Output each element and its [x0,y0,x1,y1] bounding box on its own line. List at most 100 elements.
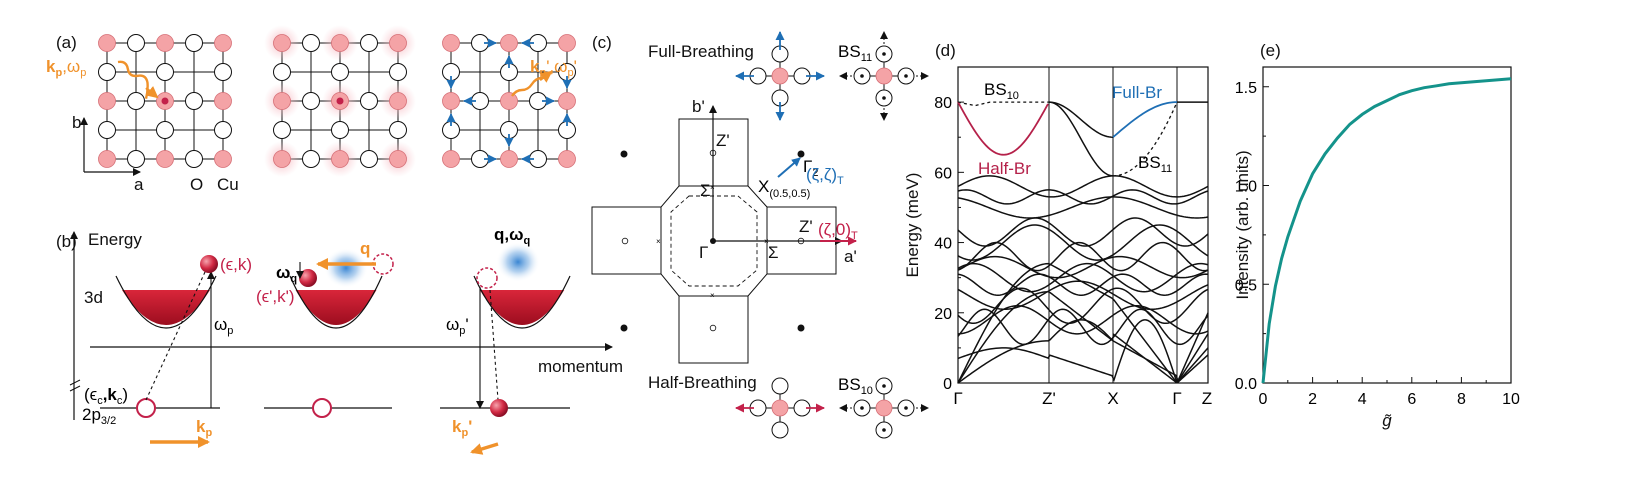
dispersion-frame [957,66,1209,384]
o-atom [302,34,320,52]
o-atom [360,92,378,110]
dispersion-bands [957,101,1209,384]
z-prime-top-label: Z' [716,131,730,150]
panel-label-a: (a) [56,33,77,52]
omega-p-label: ωp [214,315,233,337]
o-atom [214,63,232,81]
panel-a-lattice: b a O Cu kp,ωp kp',ωp' [46,25,577,194]
dispersion-xtick: Z' [1042,389,1056,408]
intensity-frame [1262,66,1512,384]
cu-atom [558,92,576,110]
half-breathing-label: Half-Breathing [648,373,757,392]
gamma-label: Γ [699,243,708,262]
level-2p-label: 2p3/2 [82,405,116,427]
cu-atom [389,150,407,168]
o-atom [127,150,145,168]
lattice-phonon-state [442,34,576,168]
energy-axis-label: Energy [88,230,142,249]
cu-atom [98,92,116,110]
full-br-label: Full-Br [1112,83,1162,102]
lattice-excited-state [264,25,416,177]
bs10-label: BS10 [838,375,873,397]
o-atom [185,92,203,110]
dispersion-xtick: X [1107,389,1118,408]
k-in-label: kp,ωp [46,57,86,79]
cu-atom [558,150,576,168]
kpp-label: kp' [452,417,472,439]
dispersion-ytick: 60 [934,165,952,182]
cu-atom [331,150,349,168]
state-ek-label: (ϵ,k) [220,255,252,274]
omega-pp-label: ωp' [446,315,469,337]
sigma-right-label: Σ [768,243,779,262]
bs11-band-label: BS11 [1138,153,1172,175]
axis-a-label: a [134,175,144,194]
bs11-label: BS11 [838,42,872,64]
dispersion-ytick: 0 [943,376,952,393]
sigma-top-label: Σ [700,181,711,200]
cu-atom [156,150,174,168]
panel-label-c: (c) [592,33,612,52]
legend-Cu-label: Cu [217,175,239,194]
b-prime-label: b' [692,97,705,116]
omega-q-label: ωq [276,263,297,285]
cu-atom [442,92,460,110]
intensity-xlabel: g̃ [1382,411,1392,430]
cu-atom [558,34,576,52]
cu-atom [389,92,407,110]
o-atom [273,121,291,139]
intensity-curve [1261,77,1512,384]
core-state-label: (ϵc,kc) [84,385,128,407]
z-prime-right-label: Z' [799,217,813,236]
o-atom [389,121,407,139]
cu-atom [273,92,291,110]
level-3d-label: 3d [84,288,103,307]
panel-label-d: (d) [935,41,956,60]
axis-b-label: b [72,113,81,132]
cu-atom [98,34,116,52]
o-atom [302,150,320,168]
cu-atom [331,34,349,52]
panel-c-brillouin-zone: Full-Breathing Half-Breathing BS11 BS10 … [591,31,929,439]
o-atom [156,63,174,81]
o-atom [360,150,378,168]
intensity-xtick: 10 [1502,391,1520,408]
momentum-label: momentum [538,357,623,376]
a-prime-label: a' [844,247,857,266]
band-parabolas [115,275,571,329]
intensity-xtick: 8 [1457,391,1466,408]
cu-atom [273,150,291,168]
o-atom [127,34,145,52]
bs10-band-label: BS10 [984,80,1019,102]
panel-label-e: (e) [1260,41,1281,60]
intensity-xtick: 2 [1308,391,1317,408]
dispersion-xtick: Z [1202,389,1212,408]
state-ekp-label: (ϵ',k') [256,287,295,306]
k-out-label: kp',ωp' [530,57,577,79]
lattice-ground-state [98,34,232,168]
intensity-ytick: 0.0 [1235,376,1257,393]
zeta-zeta-label: (ζ,ζ)T [806,165,844,187]
cu-atom [214,34,232,52]
q-omega-label: q,ωq [494,225,530,247]
svg-text:×: × [710,291,715,300]
x-point-label: X(0.5,0.5) [758,177,810,200]
svg-text:×: × [656,237,661,246]
o-atom [214,121,232,139]
o-atom [98,121,116,139]
intensity-ytick: 1.0 [1235,179,1257,196]
svg-text:×: × [764,237,769,246]
gamma2-label: Γ2 [803,157,819,179]
cu-atom [98,150,116,168]
q-label: q [360,239,370,258]
cu-atom [273,34,291,52]
cu-atom [156,34,174,52]
o-atom [156,121,174,139]
cu-atom [214,92,232,110]
intensity-ylabel: Intensity (arb. units) [1233,150,1252,299]
dispersion-ylabel: Energy (meV) [903,173,922,278]
o-atom [331,63,349,81]
